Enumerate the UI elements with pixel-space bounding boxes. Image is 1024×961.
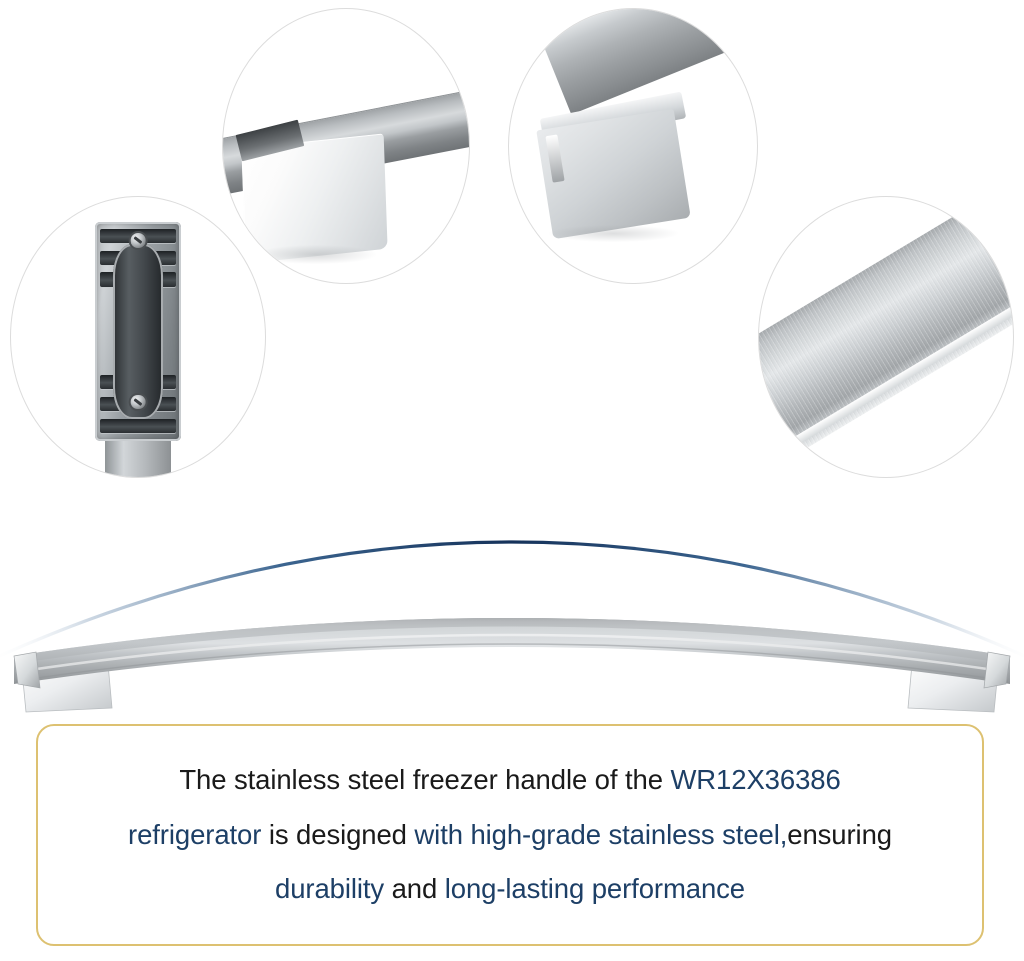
plain-text: The stainless steel freezer handle of th… [179,763,671,795]
description-box: The stainless steel freezer handle of th… [36,724,984,946]
callout-mounting-bracket [10,196,266,478]
description-line-3: durability and long-lasting performance [275,875,745,904]
handle-product-image [13,618,1011,713]
description-line-2: refrigerator is designed with high-grade… [128,818,892,850]
accent-text: long-lasting performance [444,873,745,905]
callout-brushed-finish [758,196,1014,478]
callout-endcap-angled [222,8,470,284]
screw-icon [130,233,146,248]
accent-text: with high-grade stainless steel, [414,818,788,850]
screw-icon [130,394,146,410]
mounting-bracket-icon [11,197,265,477]
brushed-grain [14,618,1010,682]
plain-text: and [384,873,445,905]
callout-endcap-front [508,8,758,284]
accent-text: refrigerator [128,818,262,850]
handle-left-endcap [13,651,41,689]
handle-right-endcap [983,651,1011,689]
plain-text: is designed [261,818,415,850]
description-line-1: The stainless steel freezer handle of th… [179,763,841,795]
accent-text: durability [275,873,385,905]
handle-endcap-front-icon [509,9,757,283]
handle-endcap-icon [223,9,469,283]
plain-text: ensuring [787,818,892,850]
accent-text: WR12X36386 [670,763,841,795]
brushed-finish-icon [759,197,1013,477]
